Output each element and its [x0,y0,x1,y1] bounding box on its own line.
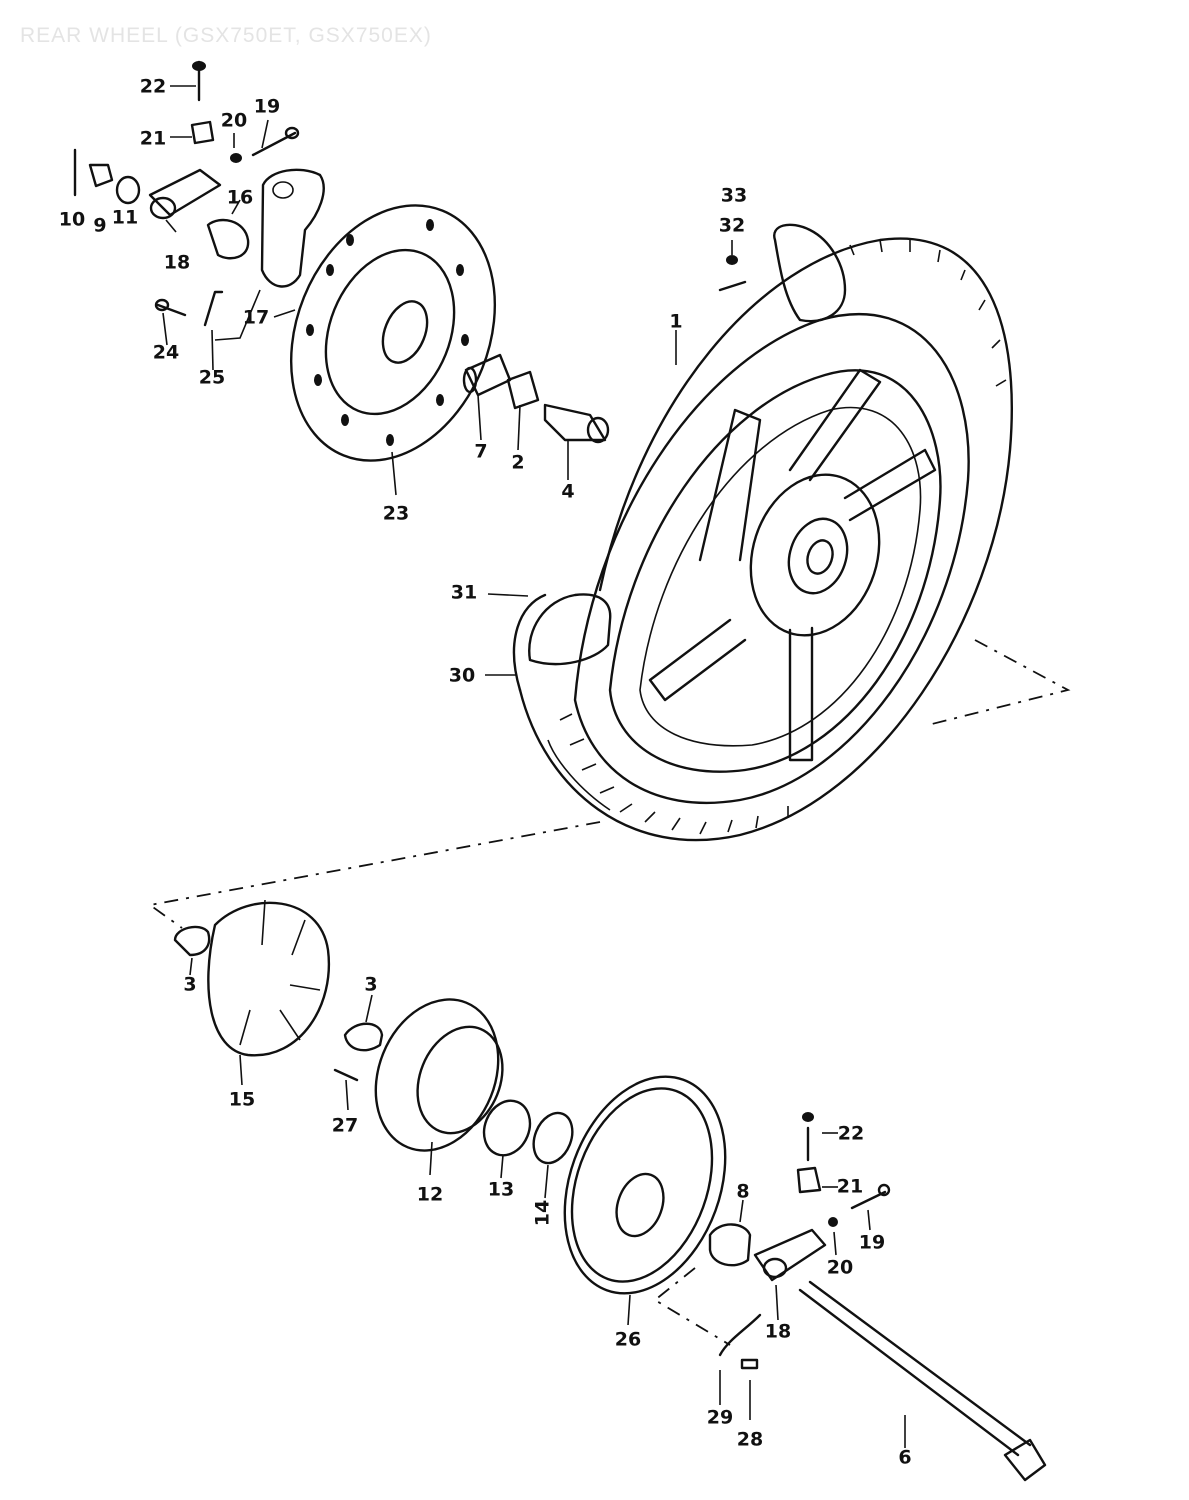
assembly-lines [147,639,1071,1346]
callout-17: 17 [243,307,269,329]
callout-19-top: 19 [254,96,280,118]
callout-16: 16 [227,187,253,209]
callout-22-bottom: 22 [838,1123,864,1145]
axle-and-adjuster [708,1112,1047,1482]
caliper-assembly [73,60,325,341]
page-title: REAR WHEEL (GSX750ET, GSX750EX) [20,24,432,47]
callout-6: 6 [898,1447,911,1469]
callout-25: 25 [199,367,225,389]
callout-labels: 22 21 20 19 10 9 11 16 18 17 24 25 23 7 … [59,76,912,1469]
callout-13: 13 [488,1179,514,1201]
rear-sprocket [563,1075,727,1295]
callout-20-bottom: 20 [827,1257,853,1279]
callout-24: 24 [153,342,179,364]
callout-30: 30 [449,665,475,687]
callout-32: 32 [719,215,745,237]
callout-18-top: 18 [164,252,190,274]
callout-11: 11 [112,207,138,229]
callout-3-cush: 3 [183,974,196,996]
callout-4: 4 [561,481,574,503]
callout-10: 10 [59,209,85,231]
callout-21-top: 21 [140,128,166,150]
cush-drive-damper [173,899,331,1057]
rear-wheel-tire [512,223,1013,842]
callout-18-bottom: 18 [765,1321,791,1343]
callout-2: 2 [511,452,524,474]
callout-8: 8 [736,1181,749,1203]
callout-28: 28 [737,1429,763,1451]
brake-disc [289,204,497,462]
callout-9: 9 [93,215,106,237]
callout-1: 1 [669,311,682,333]
callout-23: 23 [383,503,409,525]
callout-29: 29 [707,1407,733,1429]
callout-26: 26 [615,1329,641,1351]
callout-20-top: 20 [221,110,247,132]
leader-lines [162,85,906,1448]
callout-7: 7 [474,441,487,463]
sprocket-carrier [333,998,574,1165]
callout-31: 31 [451,582,477,604]
callout-19-bottom: 19 [859,1232,885,1254]
callout-33: 33 [721,185,747,207]
callout-14: 14 [532,1200,554,1226]
callout-22-top: 22 [140,76,166,98]
callout-15: 15 [229,1089,255,1111]
axle-sleeve-parts [462,255,747,444]
callout-12: 12 [417,1184,443,1206]
callout-21-bottom: 21 [837,1176,863,1198]
callout-3-spacer: 3 [364,974,377,996]
callout-27: 27 [332,1115,358,1137]
